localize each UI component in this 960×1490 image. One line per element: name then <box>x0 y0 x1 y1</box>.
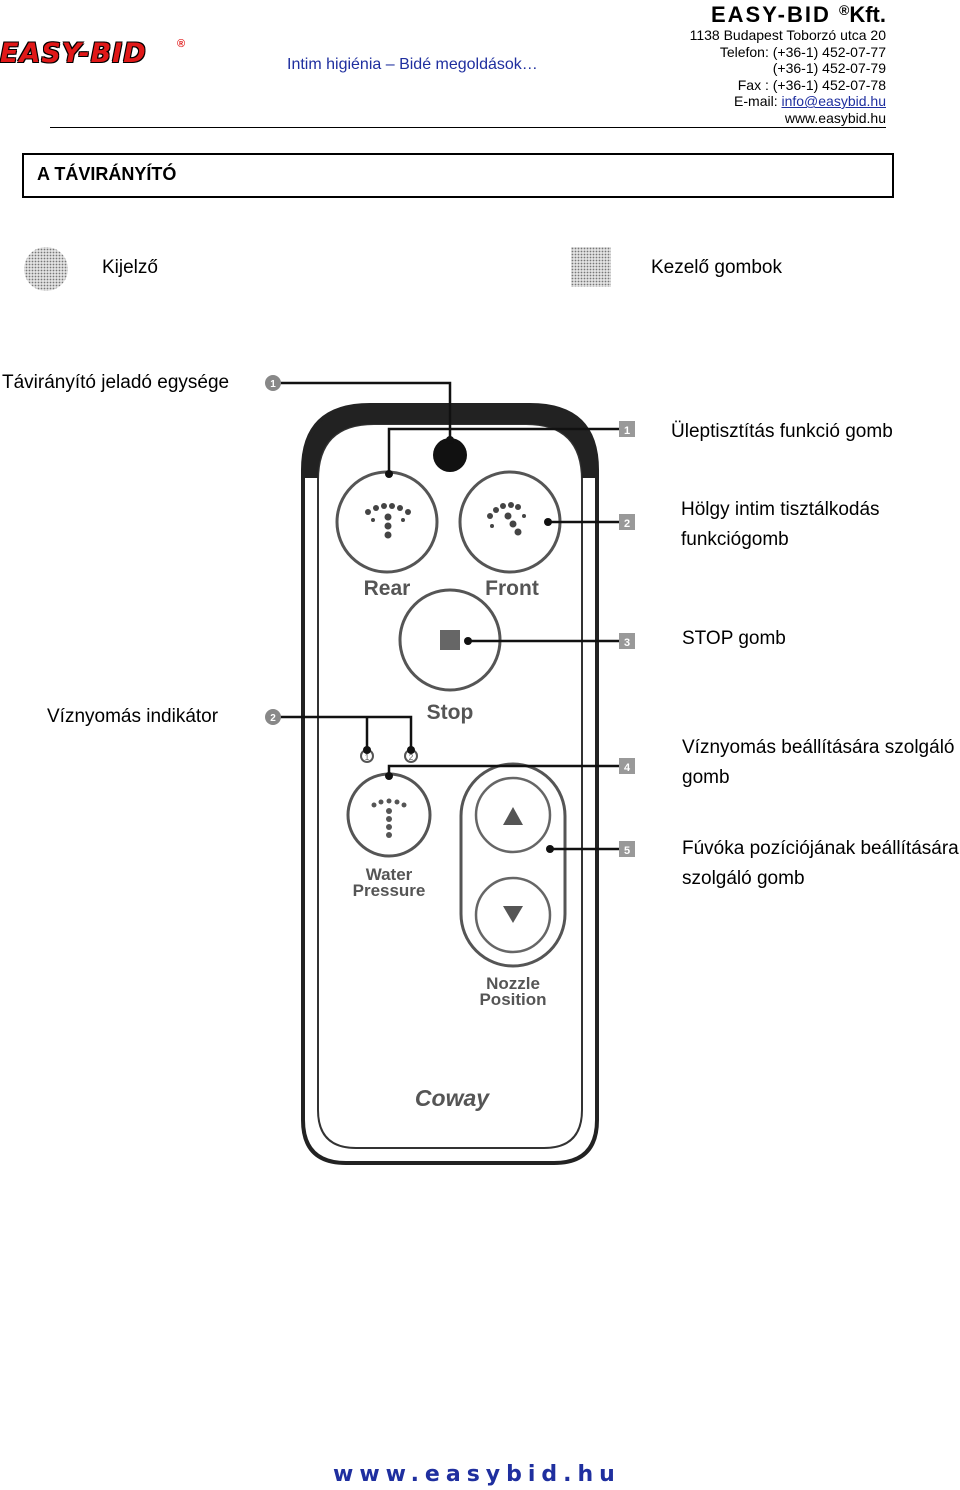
callout-square-5-number: 5 <box>624 845 630 857</box>
company-phone-2: (+36-1) 452-07-79 <box>772 60 886 76</box>
callout-square-4-number: 4 <box>624 762 631 774</box>
callout-square-4 <box>619 758 635 774</box>
label-pressure-button-line2: gomb <box>682 767 730 788</box>
remote-body-inner <box>317 423 583 1149</box>
callout-square-1-number: 1 <box>624 425 630 437</box>
transmitter-eye-icon <box>433 438 467 472</box>
company-address: 1138 Budapest Toborzó utca 20 <box>689 27 886 43</box>
rear-button <box>335 470 439 574</box>
leader-rear <box>387 427 622 474</box>
callout-round-1-number: 1 <box>270 379 276 390</box>
display-legend-icon <box>24 247 68 291</box>
callout-round-2 <box>265 709 281 725</box>
label-bottom-wash: Üleptisztítás funkció gomb <box>671 421 893 442</box>
company-phone-1: Telefon: (+36-1) 452-07-77 <box>719 44 886 60</box>
company-registered-mark: ® <box>839 2 850 18</box>
label-nozzle-button-line2: szolgáló gomb <box>682 868 805 889</box>
rear-wash-icon <box>365 503 411 539</box>
label-lady-wash-line2: funkciógomb <box>681 529 789 550</box>
water-pressure-button <box>346 772 432 858</box>
footer-website[interactable]: www.easybid.hu <box>333 1462 621 1487</box>
pressure-label: Pressure <box>353 881 426 900</box>
callout-square-2-number: 2 <box>624 518 630 530</box>
label-stop: STOP gomb <box>682 628 786 649</box>
leader-indicator <box>277 715 413 750</box>
front-wash-icon <box>487 502 526 536</box>
easy-bid-logo: EASY-BID <box>0 38 147 69</box>
pressure-indicator-1-number: 1 <box>365 753 370 762</box>
front-label: Front <box>485 577 539 600</box>
logo-registered-mark: ® <box>177 38 186 50</box>
rear-label: Rear <box>364 577 411 600</box>
section-title-box <box>22 153 894 198</box>
remote-top-band <box>303 405 597 478</box>
callout-square-5 <box>619 841 635 857</box>
company-email-row: E-mail: info@easybid.hu <box>734 93 886 109</box>
water-pressure-icon <box>371 798 407 838</box>
display-legend-label: Kijelző <box>102 257 158 278</box>
nozzle-label: Nozzle <box>486 974 540 993</box>
coway-logo: Coway <box>415 1085 490 1111</box>
leader-transmitter <box>277 381 452 440</box>
arrow-up-icon <box>503 807 523 825</box>
company-name: EASY-BID <box>710 2 831 27</box>
water-label: Water <box>366 865 413 884</box>
callout-square-1 <box>619 421 635 437</box>
email-label: E-mail: <box>734 93 778 109</box>
header-divider <box>50 127 886 128</box>
remote-body-outline <box>301 403 599 1165</box>
label-transmitter: Távirányító jeladó egysége <box>2 372 230 393</box>
buttons-legend-label: Kezelő gombok <box>651 257 782 278</box>
buttons-legend-icon <box>571 247 611 287</box>
callout-square-3 <box>619 633 635 649</box>
callout-square-2 <box>619 514 635 530</box>
pressure-indicator-2-number: 2 <box>409 753 414 762</box>
label-pressure-button-line1: Víznyomás beállítására szolgáló <box>682 737 955 758</box>
email-link[interactable]: info@easybid.hu <box>781 93 886 109</box>
stop-label: Stop <box>427 701 474 724</box>
company-website[interactable]: www.easybid.hu <box>784 110 886 126</box>
arrow-down-icon <box>503 906 523 923</box>
company-fax: Fax : (+36-1) 452-07-78 <box>737 77 886 93</box>
label-pressure-indicator: Víznyomás indikátor <box>47 706 219 727</box>
company-suffix: Kft. <box>849 2 886 27</box>
callout-round-1 <box>265 375 281 391</box>
position-label: Position <box>479 990 546 1009</box>
callout-round-2-number: 2 <box>270 713 276 724</box>
callout-square-3-number: 3 <box>624 637 630 649</box>
tagline: Intim higiénia – Bidé megoldások… <box>287 56 538 73</box>
company-name-block: EASY-BID ®Kft. <box>711 2 886 28</box>
label-nozzle-button-line1: Fúvóka pozíciójának beállítására <box>682 838 959 859</box>
label-lady-wash-line1: Hölgy intim tisztálkodás <box>681 499 880 520</box>
section-title: A TÁVIRÁNYÍTÓ <box>37 164 177 184</box>
stop-square-icon <box>440 630 460 650</box>
